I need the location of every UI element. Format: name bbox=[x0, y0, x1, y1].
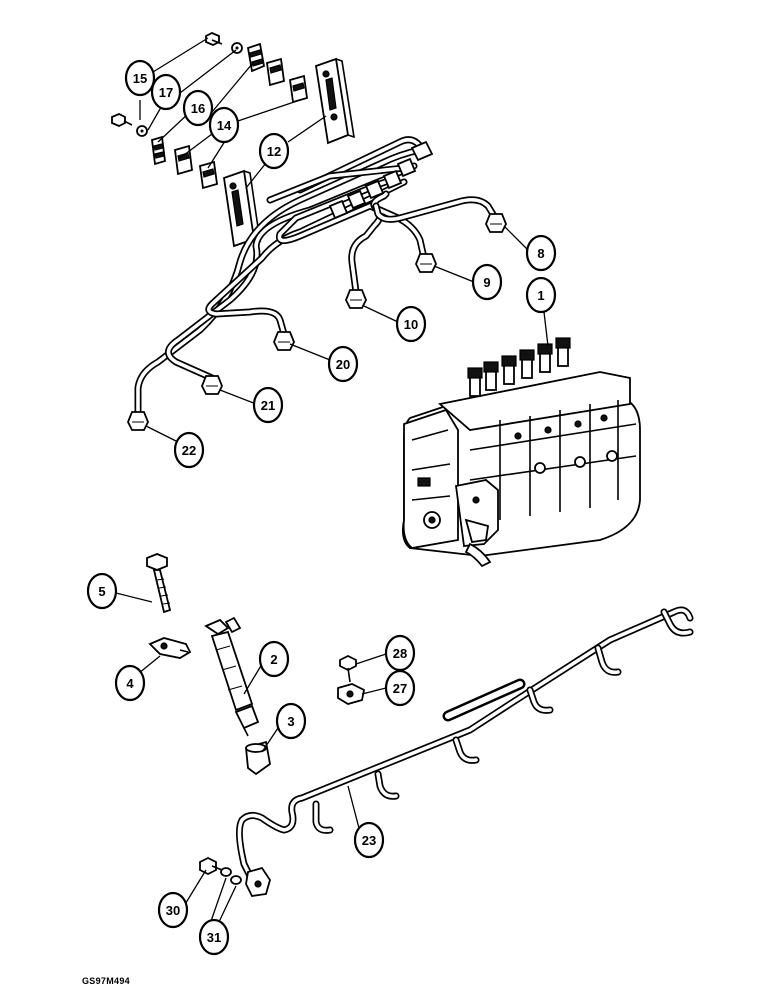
callout-1: 1 bbox=[525, 276, 557, 314]
callout-23: 23 bbox=[353, 821, 385, 859]
callout-8: 8 bbox=[525, 234, 557, 272]
callout-21: 21 bbox=[252, 386, 284, 424]
callout-12: 12 bbox=[258, 132, 290, 170]
svg-text:17: 17 bbox=[159, 85, 173, 100]
callout-28: 28 bbox=[384, 634, 416, 672]
pipe-nut-9 bbox=[415, 253, 437, 273]
callout-10: 10 bbox=[395, 305, 427, 343]
callout-3: 3 bbox=[275, 702, 307, 740]
clamp-half bbox=[289, 74, 308, 104]
callout-17: 17 bbox=[150, 73, 182, 111]
clamp-half bbox=[246, 42, 266, 73]
injection-pump bbox=[401, 337, 641, 568]
clamp-half bbox=[151, 135, 166, 166]
injector bbox=[204, 616, 260, 737]
leak-off-bolt bbox=[339, 654, 357, 683]
callout-16: 15 bbox=[124, 59, 156, 97]
svg-text:5: 5 bbox=[98, 584, 105, 599]
pipe-nut-8 bbox=[485, 213, 507, 233]
svg-text:12: 12 bbox=[267, 144, 281, 159]
svg-text:4: 4 bbox=[126, 676, 134, 691]
svg-text:27: 27 bbox=[393, 681, 407, 696]
svg-text:8: 8 bbox=[537, 246, 544, 261]
callout-27: 27 bbox=[384, 669, 416, 707]
svg-text:22: 22 bbox=[182, 443, 196, 458]
svg-text:16: 16 bbox=[191, 101, 205, 116]
callout-31: 31 bbox=[198, 918, 230, 956]
clamp-half bbox=[266, 57, 285, 87]
delivery-valves bbox=[467, 337, 571, 397]
clamp-half bbox=[199, 160, 218, 190]
svg-text:9: 9 bbox=[483, 275, 490, 290]
svg-text:10: 10 bbox=[404, 317, 418, 332]
bolt-lower bbox=[111, 113, 148, 137]
callout-20: 20 bbox=[327, 345, 359, 383]
bolt-upper bbox=[205, 32, 243, 54]
leader-lines bbox=[111, 37, 549, 925]
svg-text:14: 14 bbox=[217, 118, 232, 133]
callout-15: 16 bbox=[182, 89, 214, 127]
clamp-bolt bbox=[146, 553, 172, 614]
svg-text:23: 23 bbox=[362, 833, 376, 848]
banjo-bolt bbox=[199, 856, 223, 876]
svg-text:3: 3 bbox=[287, 714, 294, 729]
leak-off-banjo bbox=[337, 683, 366, 705]
svg-text:2: 2 bbox=[270, 652, 277, 667]
callout-22: 22 bbox=[173, 431, 205, 469]
bracket-upper bbox=[314, 57, 355, 145]
callout-30: 30 bbox=[157, 891, 189, 929]
figure-id-label: GS97M494 bbox=[82, 976, 130, 986]
svg-text:28: 28 bbox=[393, 646, 407, 661]
svg-text:1: 1 bbox=[537, 288, 544, 303]
callout-4: 4 bbox=[114, 664, 146, 702]
pipe-nut-pump-end bbox=[328, 140, 434, 220]
injector-seal bbox=[245, 740, 271, 776]
sealing-washers bbox=[220, 867, 242, 885]
svg-text:20: 20 bbox=[336, 357, 350, 372]
pipe-nut-21 bbox=[201, 375, 223, 395]
pipe-nut-10 bbox=[345, 289, 367, 309]
leak-off-pipe bbox=[235, 606, 694, 897]
svg-text:15: 15 bbox=[133, 71, 147, 86]
pipe-nut-20 bbox=[273, 331, 295, 351]
injection-pipe-bundle bbox=[134, 136, 498, 418]
svg-text:31: 31 bbox=[207, 930, 221, 945]
callout-14: 14 bbox=[208, 106, 240, 144]
bracket-lower bbox=[223, 169, 261, 248]
svg-text:21: 21 bbox=[261, 398, 275, 413]
svg-text:30: 30 bbox=[166, 903, 180, 918]
pipe-nut-22 bbox=[127, 411, 149, 431]
callout-9: 9 bbox=[471, 263, 503, 301]
callout-2: 2 bbox=[258, 640, 290, 678]
injector-clamp bbox=[148, 637, 192, 659]
callout-5: 5 bbox=[86, 572, 118, 610]
